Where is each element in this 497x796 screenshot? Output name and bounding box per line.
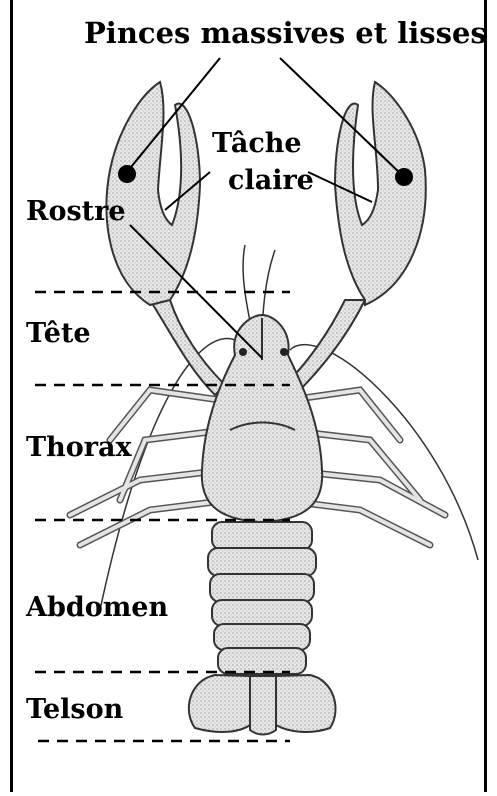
- left-claw: [106, 82, 225, 395]
- tete-label: Tête: [26, 318, 91, 349]
- telson-label: Telson: [26, 694, 123, 725]
- title-label: Pinces massives et lisses: [84, 16, 487, 50]
- tache-label-line1: Tâche: [212, 128, 302, 159]
- pointer-dot-right: [395, 168, 413, 186]
- rostre-label: Rostre: [26, 196, 126, 227]
- tache-label-line2: claire: [228, 165, 314, 196]
- abdomen-segments: [208, 522, 316, 674]
- carapace: [202, 315, 322, 522]
- tail-fan: [189, 675, 336, 735]
- abdomen-label: Abdomen: [26, 592, 168, 623]
- pointer-dot-left: [118, 165, 136, 183]
- thorax-label: Thorax: [26, 432, 132, 463]
